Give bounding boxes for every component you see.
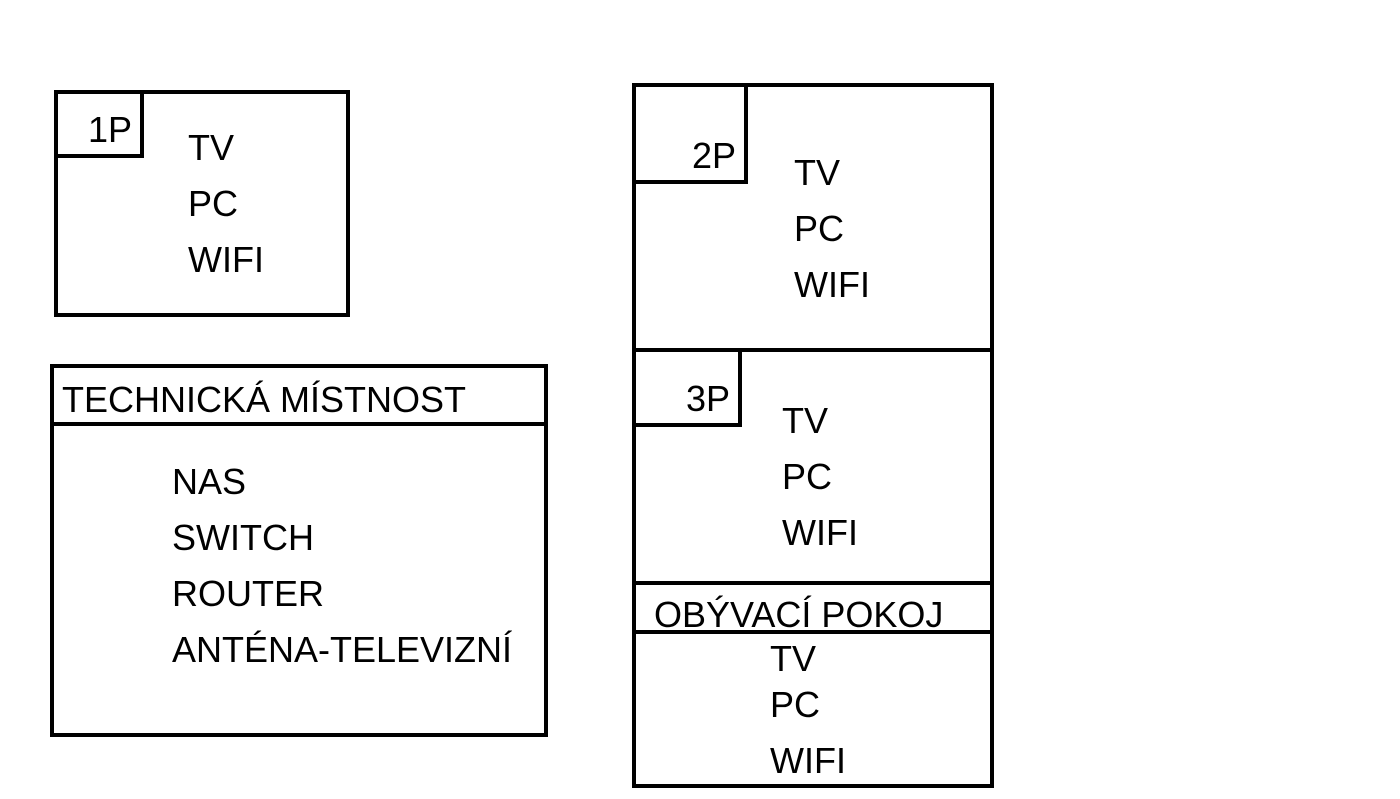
list-item: PC — [782, 456, 833, 497]
room-1p: 1P TV PC WIFI — [54, 90, 350, 317]
list-item: NAS — [172, 461, 247, 502]
list-item: TV — [782, 400, 829, 441]
room-3p-tag: 3P — [636, 352, 742, 427]
floor-plan-right-block: 2P TV PC WIFI 3P TV PC WIFI OBÝVACÍ POKO… — [632, 83, 994, 788]
living-room-item-list: TV PC WIFI — [770, 641, 846, 799]
list-item: WIFI — [794, 264, 870, 305]
room-1p-tag: 1P — [58, 94, 144, 158]
list-item: SWITCH — [172, 517, 314, 558]
room-2p-tag: 2P — [636, 87, 748, 184]
list-item: PC — [770, 684, 821, 725]
list-item: WIFI — [188, 239, 264, 280]
list-item: WIFI — [782, 512, 858, 553]
technical-room: TECHNICKÁ MÍSTNOST NAS SWITCH ROUTER ANT… — [50, 364, 548, 737]
living-room-title: OBÝVACÍ POKOJ — [636, 585, 990, 634]
list-item: WIFI — [770, 740, 846, 781]
list-item: ANTÉNA-TELEVIZNÍ — [172, 629, 513, 670]
list-item: PC — [188, 183, 239, 224]
room-divider — [636, 581, 990, 585]
list-item: TV — [770, 638, 817, 679]
room-divider — [636, 348, 990, 352]
list-item: PC — [794, 208, 845, 249]
room-2p-item-list: TV PC WIFI — [794, 155, 870, 323]
list-item: TV — [794, 152, 841, 193]
room-1p-item-list: TV PC WIFI — [188, 130, 264, 298]
technical-room-item-list: NAS SWITCH ROUTER ANTÉNA-TELEVIZNÍ — [172, 464, 512, 688]
list-item: TV — [188, 127, 235, 168]
technical-room-title: TECHNICKÁ MÍSTNOST — [54, 368, 544, 426]
list-item: ROUTER — [172, 573, 324, 614]
room-3p-item-list: TV PC WIFI — [782, 403, 858, 571]
